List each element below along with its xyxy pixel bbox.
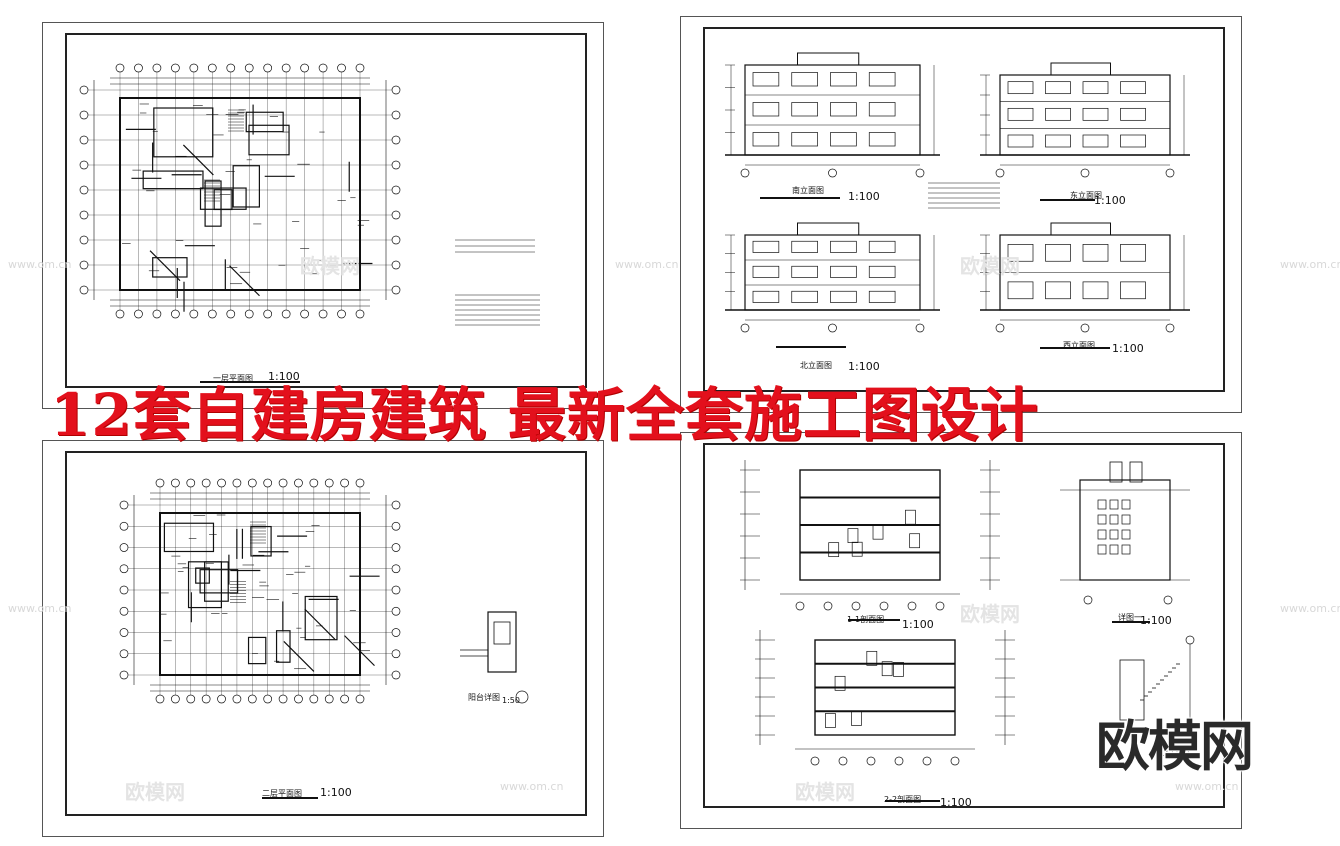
drawing-scale: 1:100 <box>848 360 880 373</box>
sheet-border <box>703 443 1225 808</box>
watermark-logo: 欧模网 <box>960 602 1020 626</box>
sheet-elevations <box>680 16 1242 413</box>
watermark-url: www.om.cn <box>1175 780 1239 793</box>
watermark-logo: 欧模网 <box>300 254 360 278</box>
drawing-title: 二层平面图 <box>262 789 302 798</box>
drawing-title: 2-2剖面图 <box>884 795 922 804</box>
sheet-sections <box>680 432 1242 829</box>
watermark-logo: 欧模网 <box>795 780 855 804</box>
watermark-logo: 欧模网 <box>960 254 1020 278</box>
drawing-title: 东立面图 <box>1070 191 1102 200</box>
drawing-title: 北立面图 <box>800 361 832 370</box>
watermark-url: www.om.cn <box>500 780 564 793</box>
watermark-url: www.om.cn <box>8 258 72 271</box>
detail-title: 阳台详图 <box>468 693 500 702</box>
drawing-scale: 1:100 <box>1094 194 1126 207</box>
watermark-url: www.om.cn <box>615 258 679 271</box>
promo-banner-text: 12套自建房建筑 最新全套施工图设计 <box>50 381 1039 449</box>
drawing-scale: 1:100 <box>1112 342 1144 355</box>
drawing-scale: 1:100 <box>902 618 934 631</box>
detail-scale: 1:50 <box>502 696 520 705</box>
watermark-logo: 欧模网 <box>125 780 185 804</box>
drawing-title: 详图一 <box>1118 613 1142 622</box>
site-logo: 欧模网 <box>1095 714 1255 779</box>
sheet-border <box>703 27 1225 392</box>
watermark-url: www.om.cn <box>1280 258 1340 271</box>
drawing-title: 1-1剖面图 <box>847 615 885 624</box>
drawing-scale: 1:100 <box>268 370 300 383</box>
drawing-title: 西立面图 <box>1063 341 1095 350</box>
watermark-url: www.om.cn <box>8 602 72 615</box>
drawing-title: 一层平面图 <box>213 374 253 383</box>
drawing-scale: 1:100 <box>848 190 880 203</box>
drawing-scale: 1:100 <box>940 796 972 809</box>
sheet-border <box>65 451 587 816</box>
drawing-scale: 1:100 <box>1158 746 1190 759</box>
drawing-scale: 1:100 <box>1140 614 1172 627</box>
drawing-scale: 1:100 <box>320 786 352 799</box>
sheet-border <box>65 33 587 388</box>
watermark-url: www.om.cn <box>1280 602 1340 615</box>
drawing-title: 南立面图 <box>792 186 824 195</box>
